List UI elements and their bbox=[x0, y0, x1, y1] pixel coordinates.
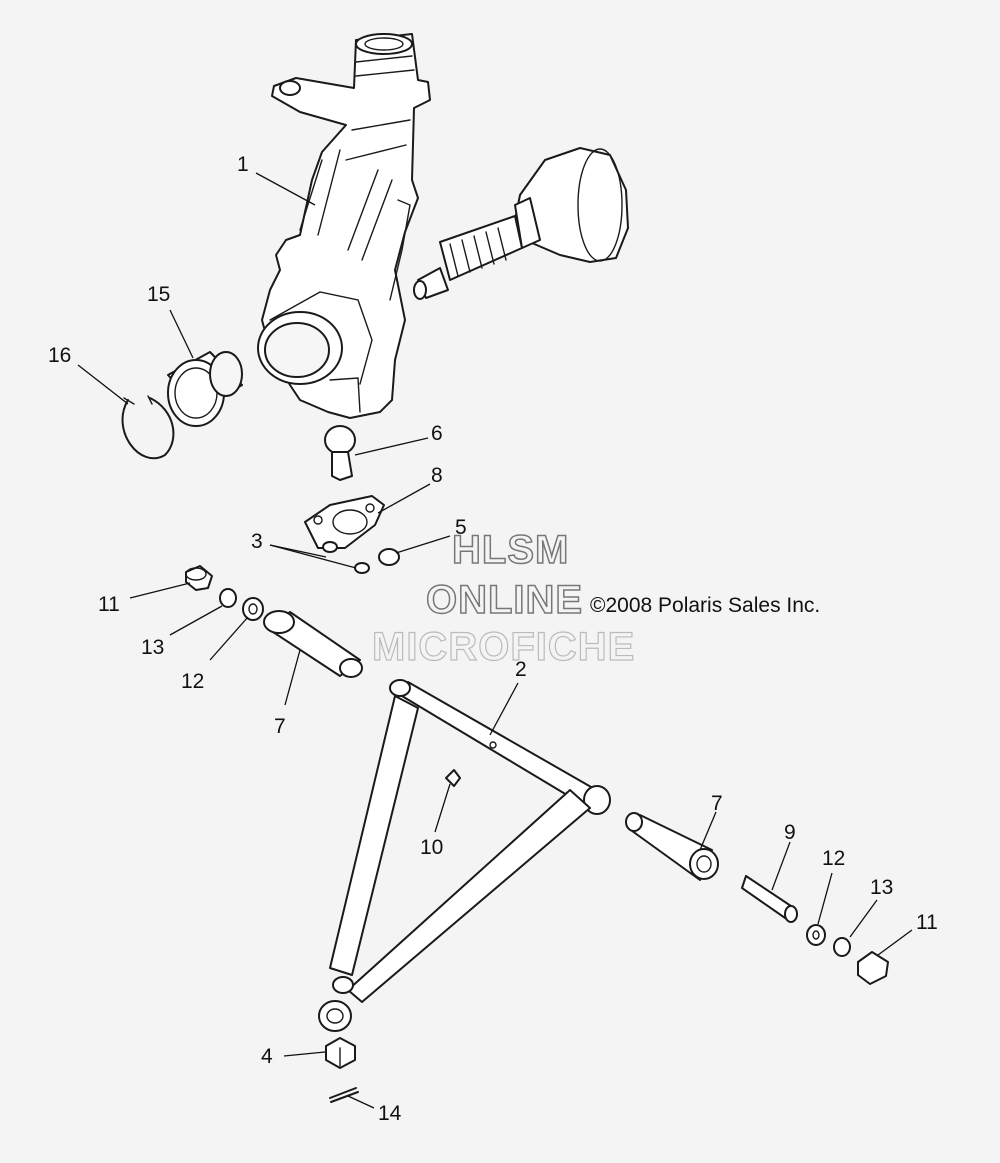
left-bolt bbox=[185, 565, 213, 591]
callout-15: 15 bbox=[147, 283, 170, 306]
a-arm bbox=[318, 679, 611, 1032]
callout-9: 9 bbox=[784, 821, 796, 844]
leader-lines bbox=[77, 172, 913, 1109]
right-lock-washer bbox=[833, 937, 851, 957]
callout-5: 5 bbox=[455, 516, 467, 539]
right-bushing bbox=[625, 812, 719, 881]
watermark-line-1: HLSM bbox=[451, 527, 570, 573]
watermark-line-2: ONLINE bbox=[425, 577, 584, 623]
callout-14: 14 bbox=[378, 1102, 402, 1125]
callout-10: 10 bbox=[420, 836, 443, 859]
left-bushing bbox=[263, 610, 363, 678]
left-lock-washer bbox=[219, 588, 237, 608]
callout-6: 6 bbox=[431, 422, 443, 445]
left-washer bbox=[242, 597, 264, 621]
callout-12-right: 12 bbox=[822, 847, 845, 870]
callout-11-left: 11 bbox=[98, 593, 120, 616]
callout-3: 3 bbox=[251, 530, 263, 553]
watermark-line-3: MICROFICHE bbox=[371, 624, 636, 669]
callout-2: 2 bbox=[515, 658, 527, 681]
ball-joint bbox=[324, 425, 356, 481]
plug bbox=[378, 548, 400, 566]
callout-7-right: 7 bbox=[711, 792, 723, 815]
castle-nut bbox=[325, 1037, 356, 1069]
callout-4: 4 bbox=[261, 1045, 273, 1068]
callout-8: 8 bbox=[431, 464, 443, 487]
callout-16: 16 bbox=[48, 344, 71, 367]
callout-13-left: 13 bbox=[141, 636, 164, 659]
snap-ring bbox=[121, 395, 175, 460]
callout-12-left: 12 bbox=[181, 670, 204, 693]
callout-1: 1 bbox=[237, 153, 249, 176]
cotter-pin bbox=[329, 1087, 359, 1103]
right-bolt bbox=[857, 951, 889, 985]
callout-7-left: 7 bbox=[274, 715, 286, 738]
copyright-text: ©2008 Polaris Sales Inc. bbox=[590, 594, 821, 617]
retainer-plate bbox=[304, 495, 385, 549]
grease-fitting bbox=[445, 769, 461, 787]
drive-axle bbox=[413, 147, 629, 300]
callout-11-right: 11 bbox=[916, 911, 938, 934]
wheel-bearing bbox=[167, 351, 243, 427]
sleeve bbox=[741, 875, 798, 923]
callout-13-right: 13 bbox=[870, 876, 893, 899]
steering-knuckle bbox=[257, 33, 431, 419]
callouts: 1 15 16 6 8 3 5 11 13 12 7 2 10 7 9 12 1… bbox=[48, 153, 938, 1125]
right-washer bbox=[806, 924, 826, 946]
